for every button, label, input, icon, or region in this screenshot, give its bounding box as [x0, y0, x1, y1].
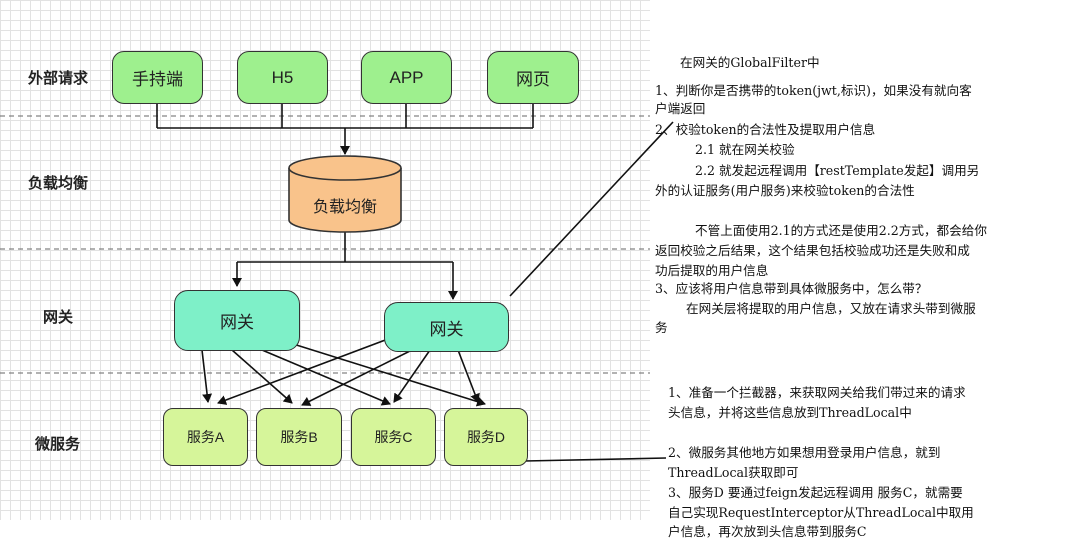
- gateway-left: 网关: [174, 290, 300, 351]
- service-note-line: 户信息，再次放到头信息带到服务C: [668, 524, 867, 539]
- gateway-note-line: 2.1 就在网关校验: [695, 142, 795, 157]
- service-a: 服务A: [163, 408, 248, 466]
- load-balancer-cylinder: [288, 155, 402, 233]
- gateway-note-line: 3、应该将用户信息带到具体微服务中，怎么带？: [655, 281, 928, 296]
- lane-label-gateway: 网关: [43, 309, 74, 326]
- client-handheld: 手持端: [112, 51, 203, 104]
- service-note-line: 头信息，并将这些信息放到ThreadLocal中: [668, 405, 912, 420]
- gateway-note-line: 外的认证服务(用户服务)来校验token的合法性: [655, 183, 915, 198]
- lane-label-microservices: 微服务: [35, 436, 81, 453]
- gateway-note-callout: [509, 121, 674, 297]
- gateway-note-line: 务: [655, 320, 668, 335]
- client-h5: H5: [237, 51, 328, 104]
- service-note-line: 1、准备一个拦截器，来获取网关给我们带过来的请求: [668, 385, 966, 400]
- service-note-callout: [524, 457, 667, 462]
- service-note-line: 3、服务D 要通过feign发起远程调用 服务C，就需要: [668, 485, 963, 500]
- lane-label-external-requests: 外部请求: [28, 70, 89, 87]
- service-c: 服务C: [351, 408, 436, 466]
- gateway-note-line: 功后提取的用户信息: [655, 263, 769, 278]
- gateway-right: 网关: [384, 302, 509, 352]
- service-b: 服务B: [256, 408, 342, 466]
- gateway-note-line: 1、判断你是否携带的token(jwt,标识)，如果没有就向客: [655, 83, 972, 98]
- service-note-line: ThreadLocal获取即可: [668, 465, 799, 480]
- gateway-note-line: 返回校验之后结果，这个结果包括校验成功还是失败和成: [655, 243, 970, 258]
- service-note-line: 自己实现RequestInterceptor从ThreadLocal中取用: [668, 505, 974, 520]
- gateway-note-line: 户端返回: [655, 101, 706, 116]
- gateway-note-line: 在网关层将提取的用户信息，又放在请求头带到微服: [686, 301, 976, 316]
- gateway-note-title: 在网关的GlobalFilter中: [680, 55, 820, 70]
- service-note-line: 2、微服务其他地方如果想用登录用户信息，就到: [668, 445, 941, 460]
- service-d: 服务D: [444, 408, 528, 466]
- lane-label-load-balancing: 负载均衡: [28, 175, 89, 192]
- gateway-note-line: 2.2 就发起远程调用【restTemplate发起】调用另: [695, 163, 980, 178]
- gateway-note-line: 不管上面使用2.1的方式还是使用2.2方式，都会给你: [695, 223, 987, 238]
- client-app: APP: [361, 51, 452, 104]
- gateway-note-line: 2、校验token的合法性及提取用户信息: [655, 122, 876, 137]
- client-web: 网页: [487, 51, 579, 104]
- load-balancer-label: 负载均衡: [312, 199, 377, 216]
